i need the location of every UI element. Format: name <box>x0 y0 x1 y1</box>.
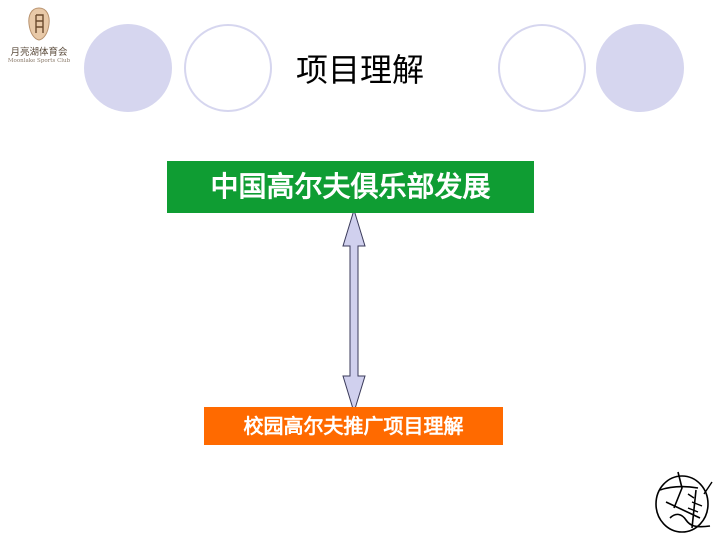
decor-circle-filled <box>596 24 684 112</box>
logo-name-en: Moonlake Sports Club <box>7 58 71 64</box>
slide-title: 项目理解 <box>295 51 424 89</box>
decor-circle-outline <box>498 24 586 112</box>
moon-logo-icon <box>28 7 50 41</box>
decor-circle-filled <box>84 24 172 112</box>
decor-circle-outline <box>184 24 272 112</box>
top-box-club-development: 中国高尔夫俱乐部发展 <box>167 161 534 213</box>
club-logo: 月亮湖体育会 Moonlake Sports Club <box>4 6 74 70</box>
double-arrow-icon <box>342 208 366 414</box>
logo-name-cn: 月亮湖体育会 <box>10 47 68 58</box>
bottom-box-campus-golf: 校园高尔夫推广项目理解 <box>204 407 503 445</box>
signature-seal-icon <box>655 471 713 533</box>
